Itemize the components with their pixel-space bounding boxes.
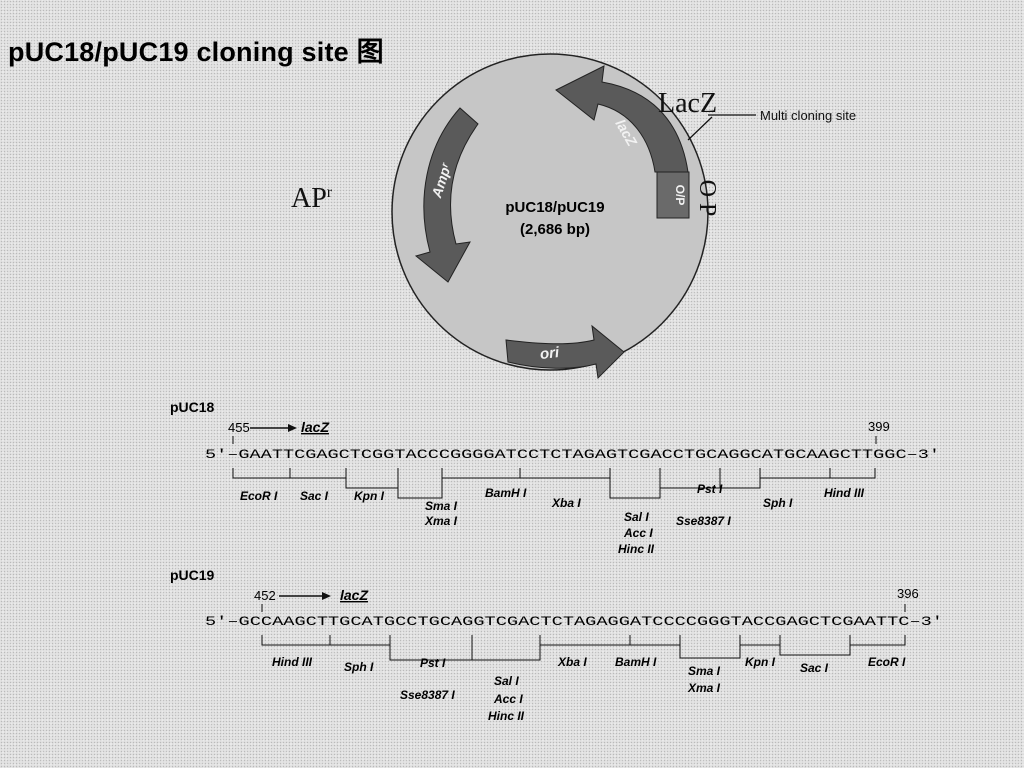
plasmid-name: pUC18/pUC19 bbox=[505, 199, 604, 216]
puc18-label: pUC18 bbox=[170, 399, 215, 415]
puc18-site-sphi: Sph I bbox=[763, 496, 793, 510]
puc18-site-hindiii: Hind III bbox=[824, 486, 865, 500]
puc19-end-pos: 396 bbox=[897, 586, 919, 601]
puc19-label: pUC19 bbox=[170, 567, 215, 583]
puc19-site-xmai: Xma I bbox=[687, 681, 721, 695]
puc18-site-kpni: Kpn I bbox=[354, 489, 385, 503]
puc18-site-sali: Sal I bbox=[624, 510, 649, 524]
puc18-site-xmai: Xma I bbox=[424, 514, 458, 528]
puc19-site-smai: Sma I bbox=[688, 664, 721, 678]
puc18-site-xbai: Xba I bbox=[551, 496, 581, 510]
ori-arrow bbox=[505, 324, 625, 380]
puc19-site-kpni: Kpn I bbox=[745, 655, 776, 669]
puc18-sequence: 5′–GAATTCGAGCTCGGTACCCGGGGATCCTCTAGAGTCG… bbox=[205, 447, 940, 462]
puc19-site-acci: Acc I bbox=[493, 692, 523, 706]
lacz-arrow bbox=[555, 65, 689, 173]
puc18-lacz-label: lacZ bbox=[301, 419, 329, 435]
puc18-section: pUC18 455 lacZ 399 5′–GAATTCGAGCTCGGTACC… bbox=[170, 399, 940, 556]
puc19-site-psti: Pst I bbox=[420, 656, 446, 670]
puc19-section: pUC19 452 lacZ 396 5′–GCCAAGCTTGCATGCCTG… bbox=[170, 567, 943, 723]
handwritten-apr-main: AP bbox=[291, 183, 327, 214]
puc19-lacz-label: lacZ bbox=[340, 587, 368, 603]
puc18-lacz-arrowhead bbox=[288, 424, 297, 432]
puc19-site-hincii: Hinc II bbox=[488, 709, 525, 723]
puc18-site-smai: Sma I bbox=[425, 499, 458, 513]
puc18-site-brackets bbox=[232, 468, 876, 499]
puc18-site-saci: Sac I bbox=[300, 489, 329, 503]
handwritten-lacz: LacZ bbox=[658, 88, 717, 119]
puc19-site-sphi: Sph I bbox=[344, 660, 374, 674]
puc19-site-xbai: Xba I bbox=[557, 655, 587, 669]
puc18-site-hincii: Hinc II bbox=[618, 542, 655, 556]
puc18-site-sse8387i: Sse8387 I bbox=[676, 514, 731, 528]
handwritten-apr: APr bbox=[291, 183, 333, 214]
puc18-site-acci: Acc I bbox=[623, 526, 653, 540]
ori-arrow-label: ori bbox=[539, 344, 561, 363]
mcs-pointer-tail bbox=[687, 116, 713, 141]
op-box-label: O/P bbox=[673, 185, 687, 206]
plasmid-map: lacZ O/P Ampʳ ori pUC18/pUC19 (2,686 bp)… bbox=[291, 53, 856, 380]
puc18-site-ecori: EcoR I bbox=[240, 489, 278, 503]
op-box bbox=[656, 171, 690, 219]
puc19-site-ecori: EcoR I bbox=[868, 655, 906, 669]
puc19-start-pos: 452 bbox=[254, 588, 276, 603]
puc19-sequence: 5′–GCCAAGCTTGCATGCCTGCAGGTCGACTCTAGAGGAT… bbox=[205, 614, 943, 629]
puc18-site-bamhi: BamH I bbox=[485, 486, 527, 500]
puc19-site-hindiii: Hind III bbox=[272, 655, 313, 669]
puc18-end-pos: 399 bbox=[868, 419, 890, 434]
mcs-label: Multi cloning site bbox=[760, 108, 856, 123]
amp-arrow bbox=[414, 107, 479, 283]
puc19-site-brackets bbox=[261, 635, 906, 661]
puc18-site-psti: Pst I bbox=[697, 482, 723, 496]
page-title: pUC18/pUC19 cloning site 图 bbox=[8, 37, 384, 67]
handwritten-op: O P bbox=[694, 180, 720, 217]
puc19-site-saci: Sac I bbox=[800, 661, 829, 675]
puc19-site-bamhi: BamH I bbox=[615, 655, 657, 669]
puc18-start-pos: 455 bbox=[228, 420, 250, 435]
puc19-site-sse8387i: Sse8387 I bbox=[400, 688, 455, 702]
puc19-site-sali: Sal I bbox=[494, 674, 519, 688]
handwritten-apr-sup: r bbox=[327, 184, 333, 201]
puc19-lacz-arrowhead bbox=[322, 592, 331, 600]
plasmid-size: (2,686 bp) bbox=[520, 221, 590, 238]
